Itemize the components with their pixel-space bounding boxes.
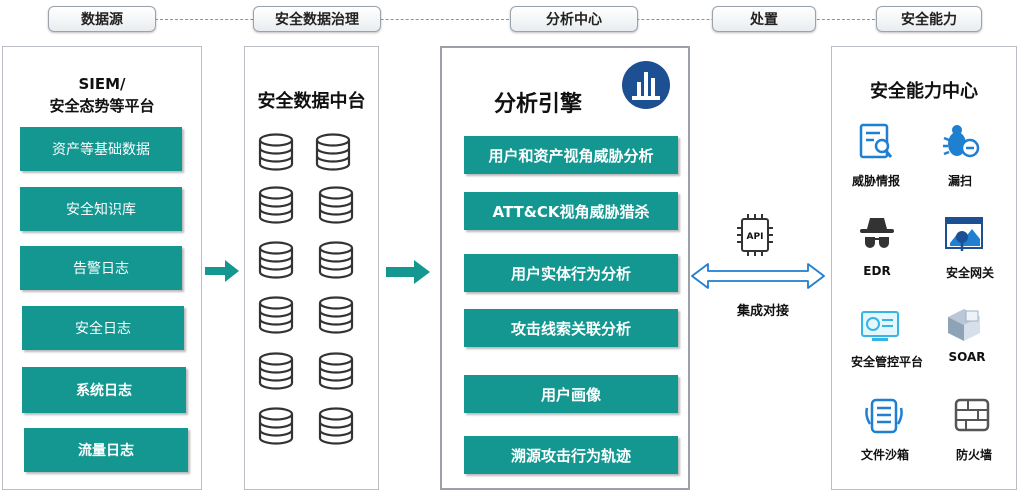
bar-chart-icon [622, 61, 670, 109]
header-sources: 数据源 [48, 6, 156, 32]
flow-arrow-icon [205, 260, 239, 282]
integration-label: 集成对接 [736, 304, 789, 319]
api-chip-icon: API [737, 214, 773, 256]
header-governance: 安全数据治理 [253, 6, 381, 32]
vuln-scan-icon [943, 125, 980, 158]
capability-label-file-sandbox: 文件沙箱 [860, 448, 909, 462]
database-icon [318, 186, 354, 224]
sources-panel: SIEM/ 安全态势等平台 资产等基础数据 安全知识库 告警日志 安全日志 系统… [2, 46, 202, 490]
analysis-item-clue-correlation: 攻击线索关联分析 [464, 309, 678, 347]
source-item-asset-data: 资产等基础数据 [20, 127, 182, 171]
analysis-item-user-profile: 用户画像 [464, 375, 678, 413]
flow-arrow-icon [386, 260, 430, 284]
database-icon [318, 296, 354, 334]
header-disposal: 处置 [712, 6, 816, 32]
database-icon [258, 133, 294, 171]
capability-label-firewall: 防火墙 [955, 448, 992, 462]
source-item-security-log: 安全日志 [22, 306, 184, 350]
source-item-system-log: 系统日志 [22, 367, 186, 413]
database-icon [318, 241, 354, 279]
database-icon [258, 241, 294, 279]
capability-label-security-gateway: 安全网关 [945, 266, 994, 280]
sources-title-line1: SIEM/ [78, 75, 126, 93]
analysis-item-trace-back: 溯源攻击行为轨迹 [464, 436, 678, 474]
database-icon [258, 407, 294, 445]
analysis-item-attck: ATT&CK视角威胁猎杀 [464, 192, 678, 230]
database-icon [258, 296, 294, 334]
sources-title-line2: 安全态势等平台 [49, 97, 155, 115]
capability-label-edr: EDR [863, 264, 891, 278]
firewall-icon [954, 398, 990, 432]
analysis-title: 分析引擎 [494, 92, 583, 117]
capability-label-security-control: 安全管控平台 [850, 355, 923, 369]
governance-title: 安全数据中台 [257, 91, 366, 112]
database-icon [315, 133, 351, 171]
edr-icon [860, 218, 894, 248]
security-control-icon [861, 311, 899, 341]
analysis-item-ueba: 用户实体行为分析 [464, 254, 678, 292]
source-item-traffic-log: 流量日志 [24, 428, 188, 472]
database-icon [318, 407, 354, 445]
source-item-knowledge-base: 安全知识库 [20, 187, 182, 231]
database-icon [258, 186, 294, 224]
security-gateway-icon [945, 217, 983, 251]
header-capability: 安全能力 [876, 6, 982, 32]
source-item-alert-log: 告警日志 [20, 246, 182, 290]
database-icon [318, 352, 354, 390]
capability-title: 安全能力中心 [870, 81, 978, 102]
header-analysis: 分析中心 [510, 6, 638, 32]
threat-intel-icon [859, 123, 893, 159]
database-icon [258, 352, 294, 390]
analysis-item-user-asset: 用户和资产视角威胁分析 [464, 136, 678, 174]
file-sandbox-icon [865, 398, 903, 434]
soar-icon [948, 309, 980, 341]
capability-label-soar: SOAR [948, 350, 986, 364]
capability-panel: 安全能力中心 [831, 46, 1017, 490]
api-label: API [747, 232, 764, 242]
bidirectional-arrow-icon [691, 263, 825, 289]
capability-label-threat-intel: 威胁情报 [851, 174, 900, 188]
capability-label-vuln-scan: 漏扫 [947, 174, 972, 188]
